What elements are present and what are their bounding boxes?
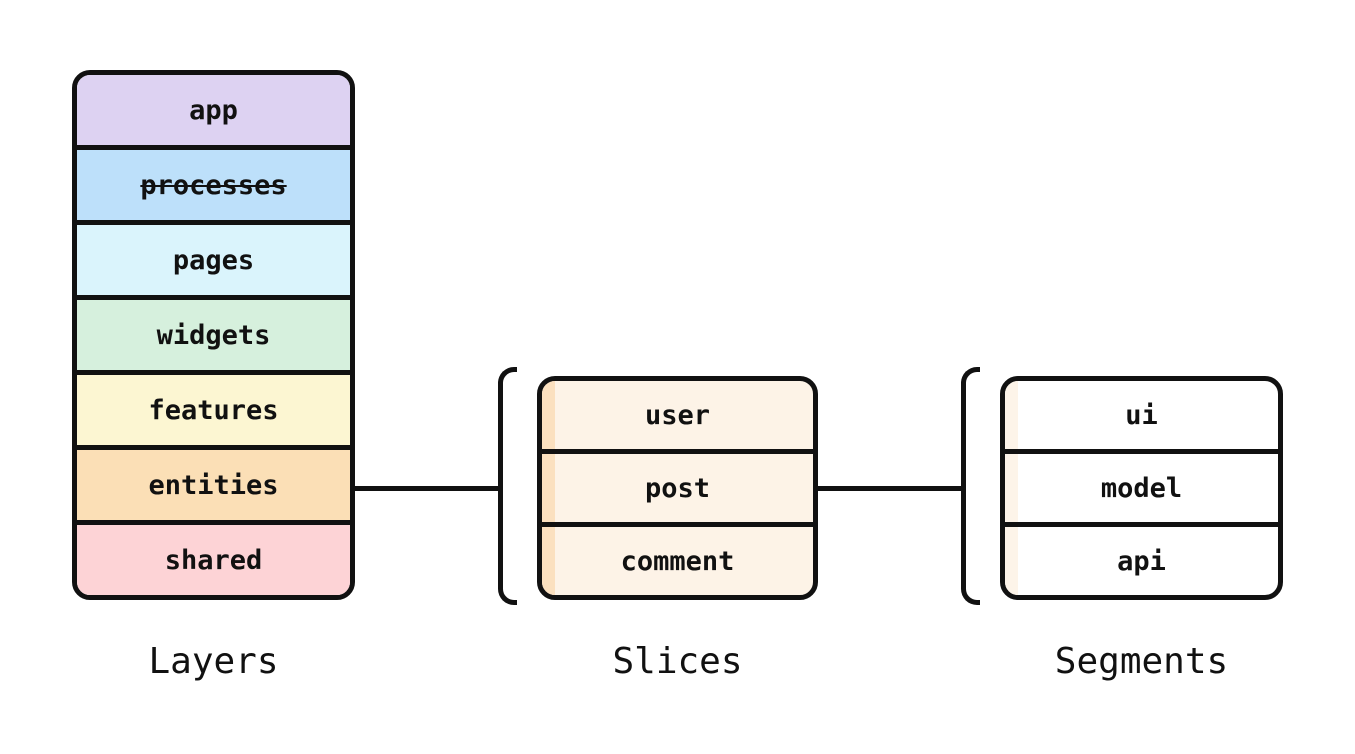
layer-label-features: features [148, 394, 279, 426]
layer-row-entities: entities [77, 445, 350, 520]
segment-row-api: api [1005, 522, 1278, 595]
layer-label-processes: processes [140, 169, 287, 201]
layer-row-processes: processes [77, 145, 350, 220]
slices-group-bracket-icon [498, 367, 517, 605]
slices-box: user post comment [537, 376, 818, 600]
segments-accent-strip [1005, 381, 1018, 595]
slice-row-post: post [542, 449, 813, 522]
connector-slices-to-segments [818, 486, 963, 491]
layer-label-widgets: widgets [156, 319, 271, 351]
layer-label-pages: pages [172, 244, 255, 276]
connector-layers-to-slices [355, 486, 500, 491]
slices-accent-strip [542, 381, 555, 595]
layer-row-app: app [77, 75, 350, 145]
slice-row-user: user [542, 381, 813, 449]
segment-label-api: api [1117, 545, 1166, 577]
layers-caption: Layers [148, 641, 279, 682]
layer-label-shared: shared [164, 544, 263, 576]
segments-box: ui model api [1000, 376, 1283, 600]
segment-row-model: model [1005, 449, 1278, 522]
layer-row-shared: shared [77, 520, 350, 595]
layer-label-entities: entities [148, 469, 279, 501]
segment-label-ui: ui [1125, 399, 1158, 431]
slice-label-post: post [644, 472, 711, 504]
slice-row-comment: comment [542, 522, 813, 595]
segment-label-model: model [1100, 472, 1183, 504]
layer-row-widgets: widgets [77, 295, 350, 370]
segment-row-ui: ui [1005, 381, 1278, 449]
segments-caption: Segments [1054, 641, 1229, 682]
segments-group-bracket-icon [961, 367, 980, 605]
layer-row-pages: pages [77, 220, 350, 295]
slice-label-comment: comment [620, 545, 735, 577]
layers-stack: app processes pages widgets features ent… [72, 70, 355, 600]
layer-row-features: features [77, 370, 350, 445]
slice-label-user: user [644, 399, 711, 431]
slices-caption: Slices [612, 641, 743, 682]
layer-label-app: app [189, 94, 238, 126]
